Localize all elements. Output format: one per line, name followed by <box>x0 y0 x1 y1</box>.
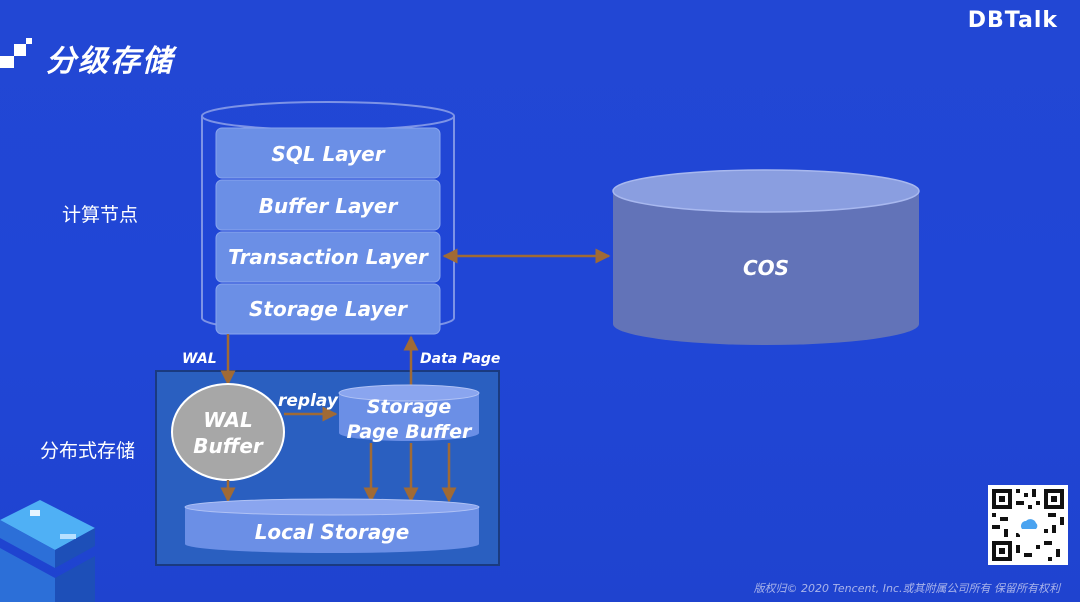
page-buffer-label-line2: Page Buffer <box>347 421 473 443</box>
data-page-label: Data Page <box>420 351 500 367</box>
cos-label: COS <box>743 256 789 280</box>
page-title: 分级存储 <box>46 44 174 79</box>
layer-transaction: Transaction Layer <box>215 231 441 283</box>
wal-buffer-label-line2: Buffer <box>193 434 264 458</box>
compute-node-label: 计算节点 <box>62 204 139 226</box>
wal-arrow-label: WAL <box>182 351 217 367</box>
layer-sql: SQL Layer <box>215 127 441 179</box>
local-storage-cylinder: Local Storage <box>184 498 480 553</box>
local-storage-label: Local Storage <box>255 520 410 544</box>
decorative-blocks <box>0 500 95 602</box>
layer-buffer-label: Buffer Layer <box>259 194 399 218</box>
dbtalk-logo: DBTalk <box>967 8 1058 33</box>
cos-cylinder: COS <box>612 169 920 345</box>
wal-buffer-circle: WAL Buffer <box>171 383 285 481</box>
layer-storage: Storage Layer <box>215 283 441 335</box>
layer-buffer: Buffer Layer <box>215 179 441 231</box>
replay-label: replay <box>278 391 339 411</box>
qr-code <box>988 485 1068 565</box>
copyright-text: 版权归© 2020 Tencent, Inc.或其附属公司所有 保留所有权利 <box>753 582 1060 595</box>
page-buffer-label-line1: Storage <box>367 396 452 418</box>
layer-storage-label: Storage Layer <box>249 297 408 321</box>
page-buffer-cylinder: Storage Page Buffer <box>338 384 480 443</box>
wal-buffer-label-line1: WAL <box>203 408 253 432</box>
distributed-storage-label: 分布式存储 <box>40 440 136 462</box>
layer-transaction-label: Transaction Layer <box>228 245 429 269</box>
layer-sql-label: SQL Layer <box>271 142 385 166</box>
title-pixel-icon <box>0 38 32 68</box>
